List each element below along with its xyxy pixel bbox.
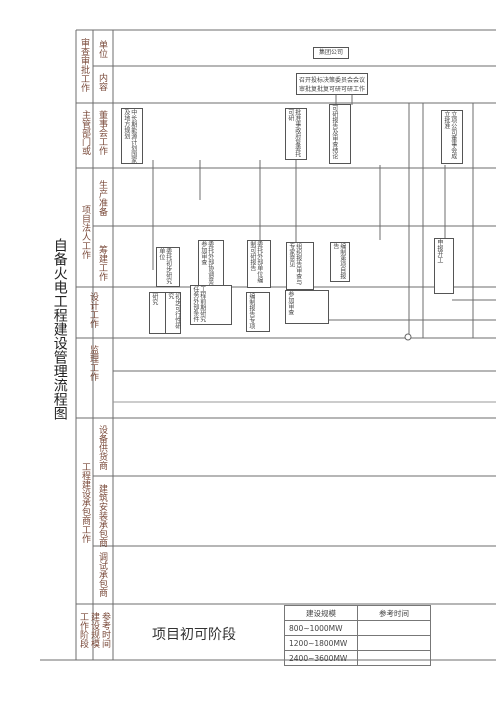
row-time: 参考时间: [100, 612, 110, 648]
row-prod: 生产准备: [97, 180, 107, 216]
box-p3: 委托外部单位编制可研报告: [247, 240, 271, 288]
row-supervise: 监理工作: [88, 345, 98, 381]
box-p5: 编制第项目报告: [330, 242, 350, 282]
scale-table: 建设规模 参考时间 800~1000MW 1200~1800MW 2400~36…: [284, 605, 431, 666]
box-d5: 参加审查: [285, 290, 329, 324]
time-row-2: [357, 635, 431, 651]
box-b3: 可研报告及审查结论: [329, 104, 351, 164]
row-debug: 调试承包商: [97, 552, 107, 597]
th-scale: 建设规模: [284, 605, 358, 621]
box-b1: 中长期能源计划国家及地方规划: [121, 108, 143, 164]
box-b2: 批准事政府复委托可研: [285, 108, 307, 160]
row-unit: 单位: [97, 40, 107, 58]
box-group: 集团公司: [313, 47, 349, 59]
row-content: 内容: [97, 73, 107, 91]
row-stage: 工作阶段: [78, 612, 88, 648]
row-dept: 主管部门或: [80, 110, 90, 155]
row-board: 董事会工作: [97, 110, 107, 155]
box-p4: 组织报告审查与专家意见: [286, 242, 314, 290]
time-row-1: [357, 620, 431, 636]
box-meeting-line2: 审批复批复可研可研工作: [298, 86, 365, 93]
row-scale: 建设规模: [89, 612, 99, 648]
box-meeting: 召开投标决策委员会会议 审批复批复可研可研工作: [296, 73, 368, 95]
box-d4: 编制报告专项: [246, 292, 270, 332]
row-prep: 筹建工作: [97, 245, 107, 281]
row-review: 审查审批工作: [79, 38, 89, 92]
time-row-3: [357, 650, 431, 666]
scale-row-2: 1200~1800MW: [284, 635, 358, 651]
box-b4: 立项公司董事会成立批准: [441, 110, 463, 164]
scale-row-1: 800~1000MW: [284, 620, 358, 636]
row-build: 建筑安装承包商: [97, 484, 107, 547]
row-contract: 工程建设承包商工作: [80, 462, 90, 543]
box-d2: 初步可行性研究: [165, 292, 181, 334]
box-p6: 申报开工: [434, 238, 454, 294]
main-title: 自备火电工程建设管理流程图: [51, 238, 68, 420]
row-supply: 设备供货商: [97, 425, 107, 470]
box-d3: 工程前期研究任务外部条件: [190, 285, 232, 325]
box-meeting-line1: 召开投标决策委员会会议: [298, 77, 365, 84]
stage-label: 项目初可阶段: [152, 627, 236, 643]
th-time: 参考时间: [357, 605, 431, 621]
box-p1: 委托初步研究单位: [156, 247, 180, 287]
box-p2: 委托外部协调意见参加审查: [198, 240, 224, 290]
row-owner: 项目法人工作: [80, 205, 90, 259]
scale-row-3: 2400~3600MW: [284, 650, 358, 666]
row-design: 设计工作: [88, 292, 98, 328]
